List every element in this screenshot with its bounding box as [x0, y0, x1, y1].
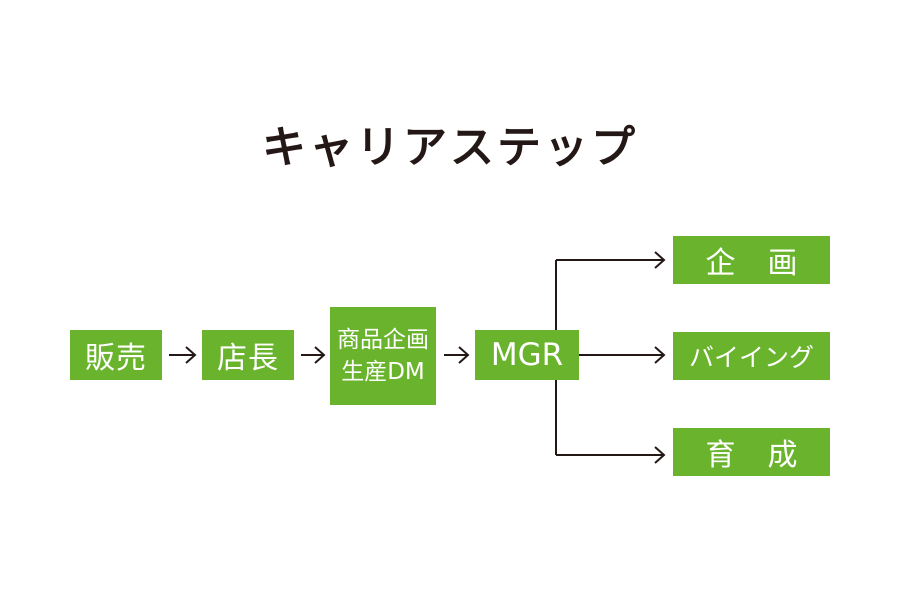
arrowhead-store-to-merch	[314, 346, 326, 364]
branch-buying-label: バイイング	[688, 343, 814, 372]
step-merchandise-label-line2: 生産DM	[341, 359, 425, 385]
arrowhead-mgr-to-development	[654, 446, 666, 464]
step-mgr-label: MGR	[490, 337, 564, 373]
branch-planning-box: 企画	[673, 236, 830, 284]
step-sales-box: 販売	[70, 330, 162, 380]
step-store-manager-box: 店長	[202, 330, 294, 380]
step-merchandise-label-line1: 商品企画	[337, 327, 429, 353]
step-store-manager-label: 店長	[217, 341, 279, 376]
branch-development-label: 育成	[705, 438, 830, 473]
step-mgr-box: MGR	[475, 330, 579, 380]
step-merchandise-planning-box: 商品企画 生産DM	[330, 307, 436, 405]
arrowhead-mgr-to-planning	[654, 251, 666, 269]
arrowhead-sales-to-store	[185, 346, 197, 364]
arrowhead-merch-to-mgr	[458, 346, 470, 364]
diagram-title: キャリアステップ	[262, 122, 638, 173]
arrowhead-mgr-to-buying	[654, 346, 666, 364]
branch-development-box: 育成	[673, 428, 830, 476]
step-sales-label: 販売	[85, 341, 147, 376]
branch-planning-label: 企画	[705, 246, 830, 281]
branch-buying-box: バイイング	[673, 332, 830, 380]
